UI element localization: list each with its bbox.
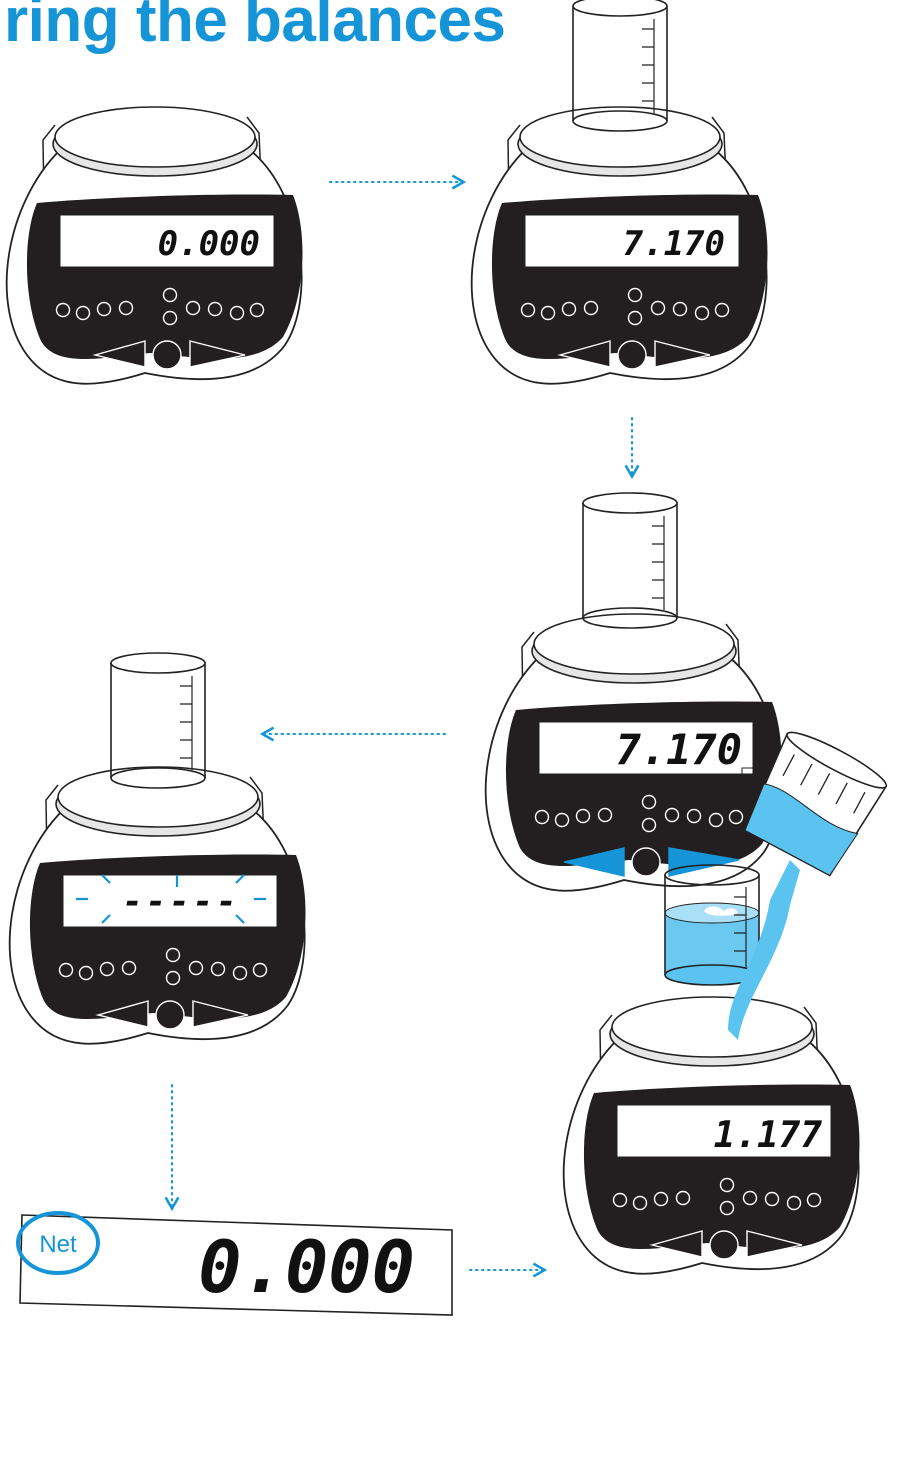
net-label: Net	[39, 1231, 77, 1258]
beaker-icon	[111, 653, 205, 788]
lcd-reading-step1: 0.000	[158, 224, 260, 264]
lcd-reading-step6: 1.177	[714, 1115, 823, 1156]
balance-step6: 1.177	[564, 865, 860, 1274]
net-display-panel: Net 0.000	[18, 1213, 452, 1315]
balance-step2: 7.170	[472, 0, 768, 384]
lcd-reading-step4: -----	[122, 882, 239, 922]
lcd-reading-step2: 7.170	[623, 224, 725, 264]
balance-step4: -----	[10, 653, 306, 1044]
beaker-icon	[583, 493, 677, 628]
net-reading: 0.000	[198, 1225, 415, 1309]
lcd-reading-step3: 7.170	[616, 725, 742, 774]
balance-step1: 0.000	[7, 107, 303, 384]
balance-step3: 7.170	[486, 493, 782, 891]
